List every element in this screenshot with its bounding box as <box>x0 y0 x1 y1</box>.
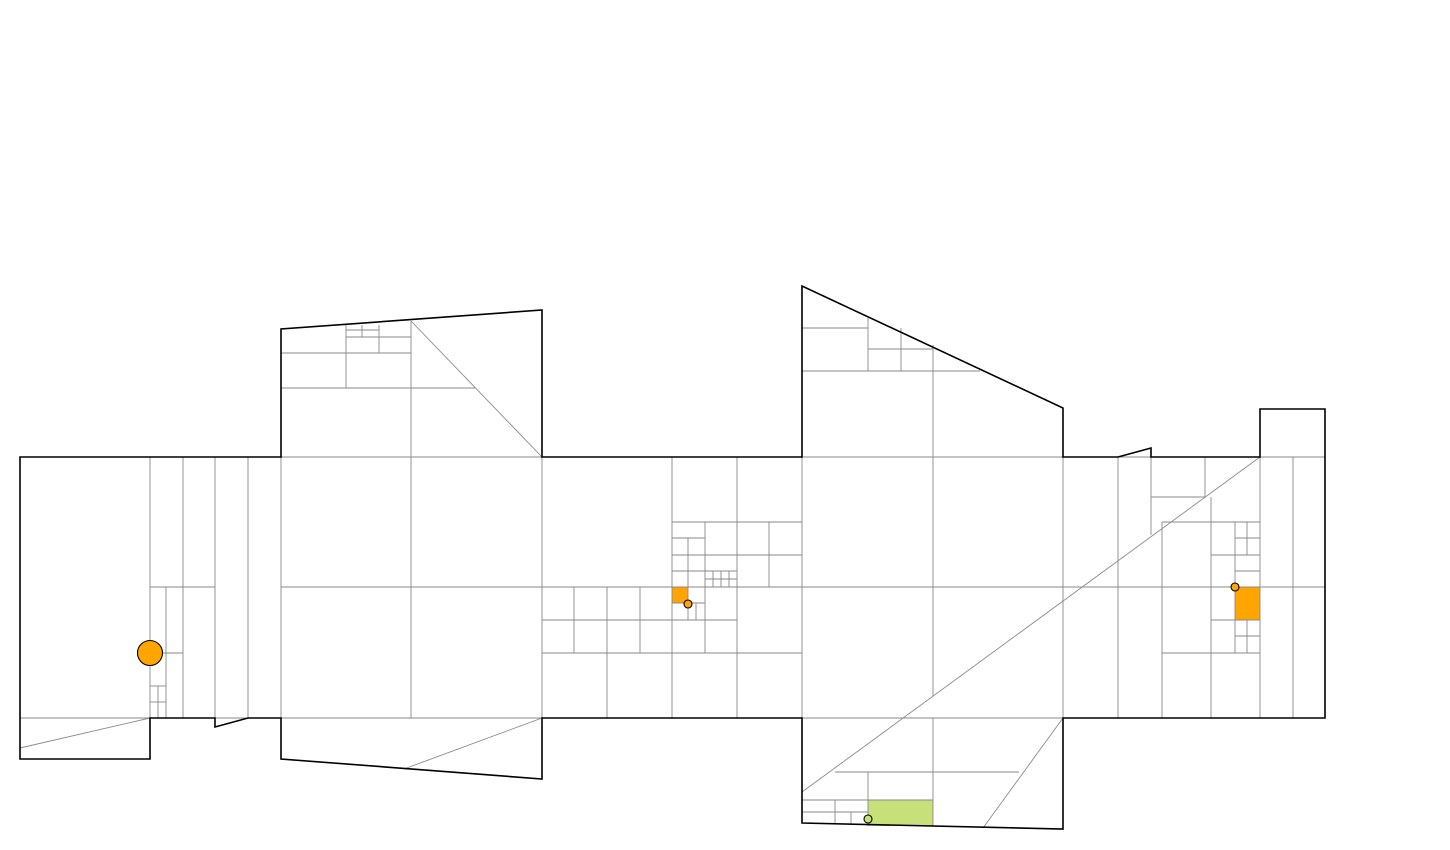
floorplan-outline <box>19 284 1326 830</box>
marker-large <box>136 639 164 667</box>
highlight-cell-mid <box>672 587 688 603</box>
marker-mid <box>683 599 693 609</box>
markers <box>136 582 1240 824</box>
highlighted-cells <box>672 587 1260 826</box>
highlight-cell-bottom <box>868 800 933 826</box>
marker-right <box>1230 582 1240 592</box>
highlight-cell-right <box>1235 587 1260 620</box>
subdivision-grid <box>19 318 1325 829</box>
marker-bottom <box>863 814 873 824</box>
